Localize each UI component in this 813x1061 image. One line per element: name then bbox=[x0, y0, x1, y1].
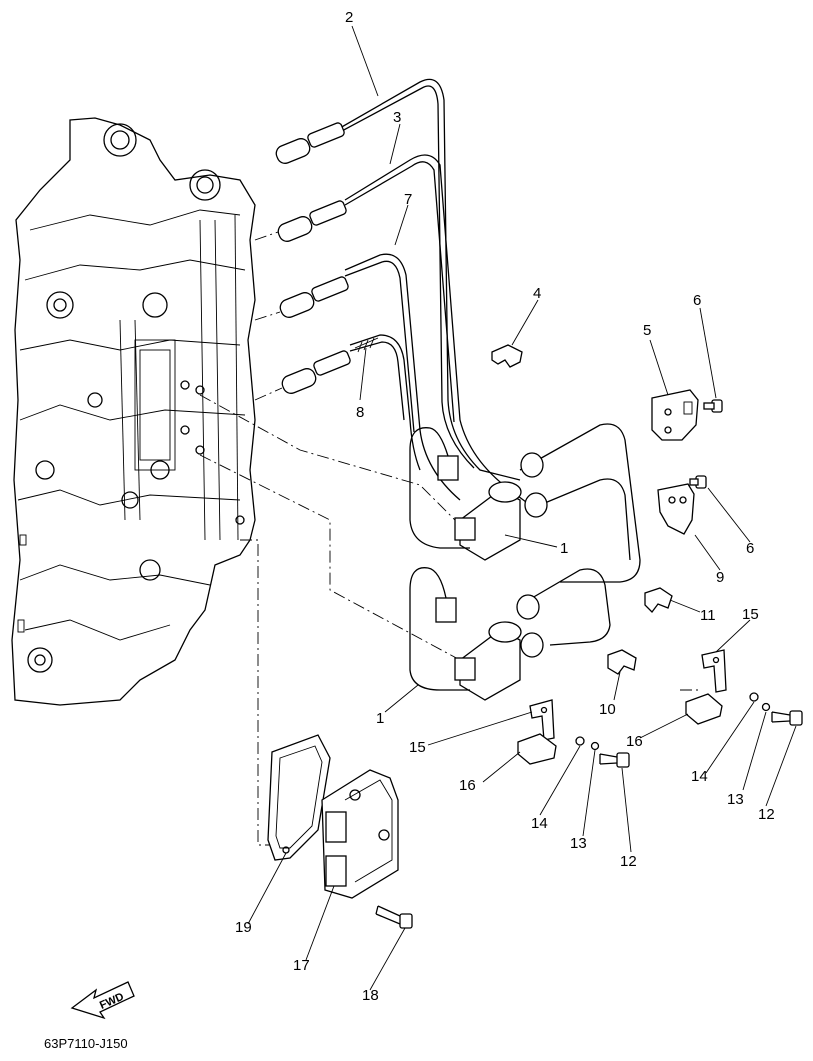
ignition-coil-lower bbox=[409, 567, 611, 701]
callout-12-left: 12 bbox=[620, 853, 637, 870]
bolt-part-12-right bbox=[771, 710, 803, 726]
screw-part-6-lower bbox=[689, 475, 707, 489]
callout-16-left: 16 bbox=[459, 777, 476, 794]
leader-lines bbox=[247, 25, 797, 991]
callout-3: 3 bbox=[393, 109, 401, 126]
callout-10: 10 bbox=[599, 701, 616, 718]
bracket-part-15-right bbox=[701, 649, 727, 693]
callout-2: 2 bbox=[345, 9, 353, 26]
callout-1-lower: 1 bbox=[376, 710, 384, 727]
callouts: 2 3 7 4 5 6 8 6 1 9 11 15 10 1 15 16 16 … bbox=[235, 9, 775, 1004]
screw-part-6-upper bbox=[703, 399, 723, 413]
holder-part-16-right bbox=[685, 693, 723, 725]
clamp-part-10 bbox=[607, 649, 637, 675]
callout-8: 8 bbox=[356, 404, 364, 421]
callout-15-right: 15 bbox=[742, 606, 759, 623]
callout-14-left: 14 bbox=[531, 815, 548, 832]
washer-part-13-right bbox=[761, 702, 771, 712]
callout-1-upper: 1 bbox=[560, 540, 568, 557]
washer-part-14-left bbox=[575, 736, 585, 746]
gasket-part-19 bbox=[267, 734, 331, 861]
bracket-part-5 bbox=[651, 389, 699, 441]
bracket-part-9 bbox=[657, 483, 695, 535]
callout-7: 7 bbox=[404, 191, 412, 208]
engine-block bbox=[11, 117, 256, 706]
callout-13-right: 13 bbox=[727, 791, 744, 808]
callout-13-left: 13 bbox=[570, 835, 587, 852]
callout-4: 4 bbox=[533, 285, 541, 302]
callout-5: 5 bbox=[643, 322, 651, 339]
callout-17: 17 bbox=[293, 957, 310, 974]
clamp-part-11 bbox=[644, 587, 673, 613]
high-tension-cords bbox=[275, 78, 531, 506]
cdi-unit-part-17 bbox=[321, 769, 399, 899]
bracket-part-15-left bbox=[529, 699, 555, 741]
clamp-part-4 bbox=[491, 344, 523, 368]
callout-6-lower: 6 bbox=[746, 540, 754, 557]
bolt-part-18 bbox=[375, 905, 413, 929]
callout-18: 18 bbox=[362, 987, 379, 1004]
callout-11: 11 bbox=[700, 607, 716, 624]
callout-19: 19 bbox=[235, 919, 252, 936]
callout-6-upper: 6 bbox=[693, 292, 701, 309]
callout-15-left: 15 bbox=[409, 739, 426, 756]
callout-14-right: 14 bbox=[691, 768, 708, 785]
washer-part-13-left bbox=[590, 741, 600, 751]
callout-9: 9 bbox=[716, 569, 724, 586]
callout-16-right: 16 bbox=[626, 733, 643, 750]
drawing-code: 63P7110-J150 bbox=[44, 1036, 128, 1051]
fwd-arrow-icon: FWD bbox=[70, 981, 135, 1020]
bolt-part-12-left bbox=[599, 752, 630, 768]
ignition-coil-upper bbox=[409, 423, 641, 583]
washer-part-14-right bbox=[749, 692, 759, 702]
callout-12-right: 12 bbox=[758, 806, 775, 823]
